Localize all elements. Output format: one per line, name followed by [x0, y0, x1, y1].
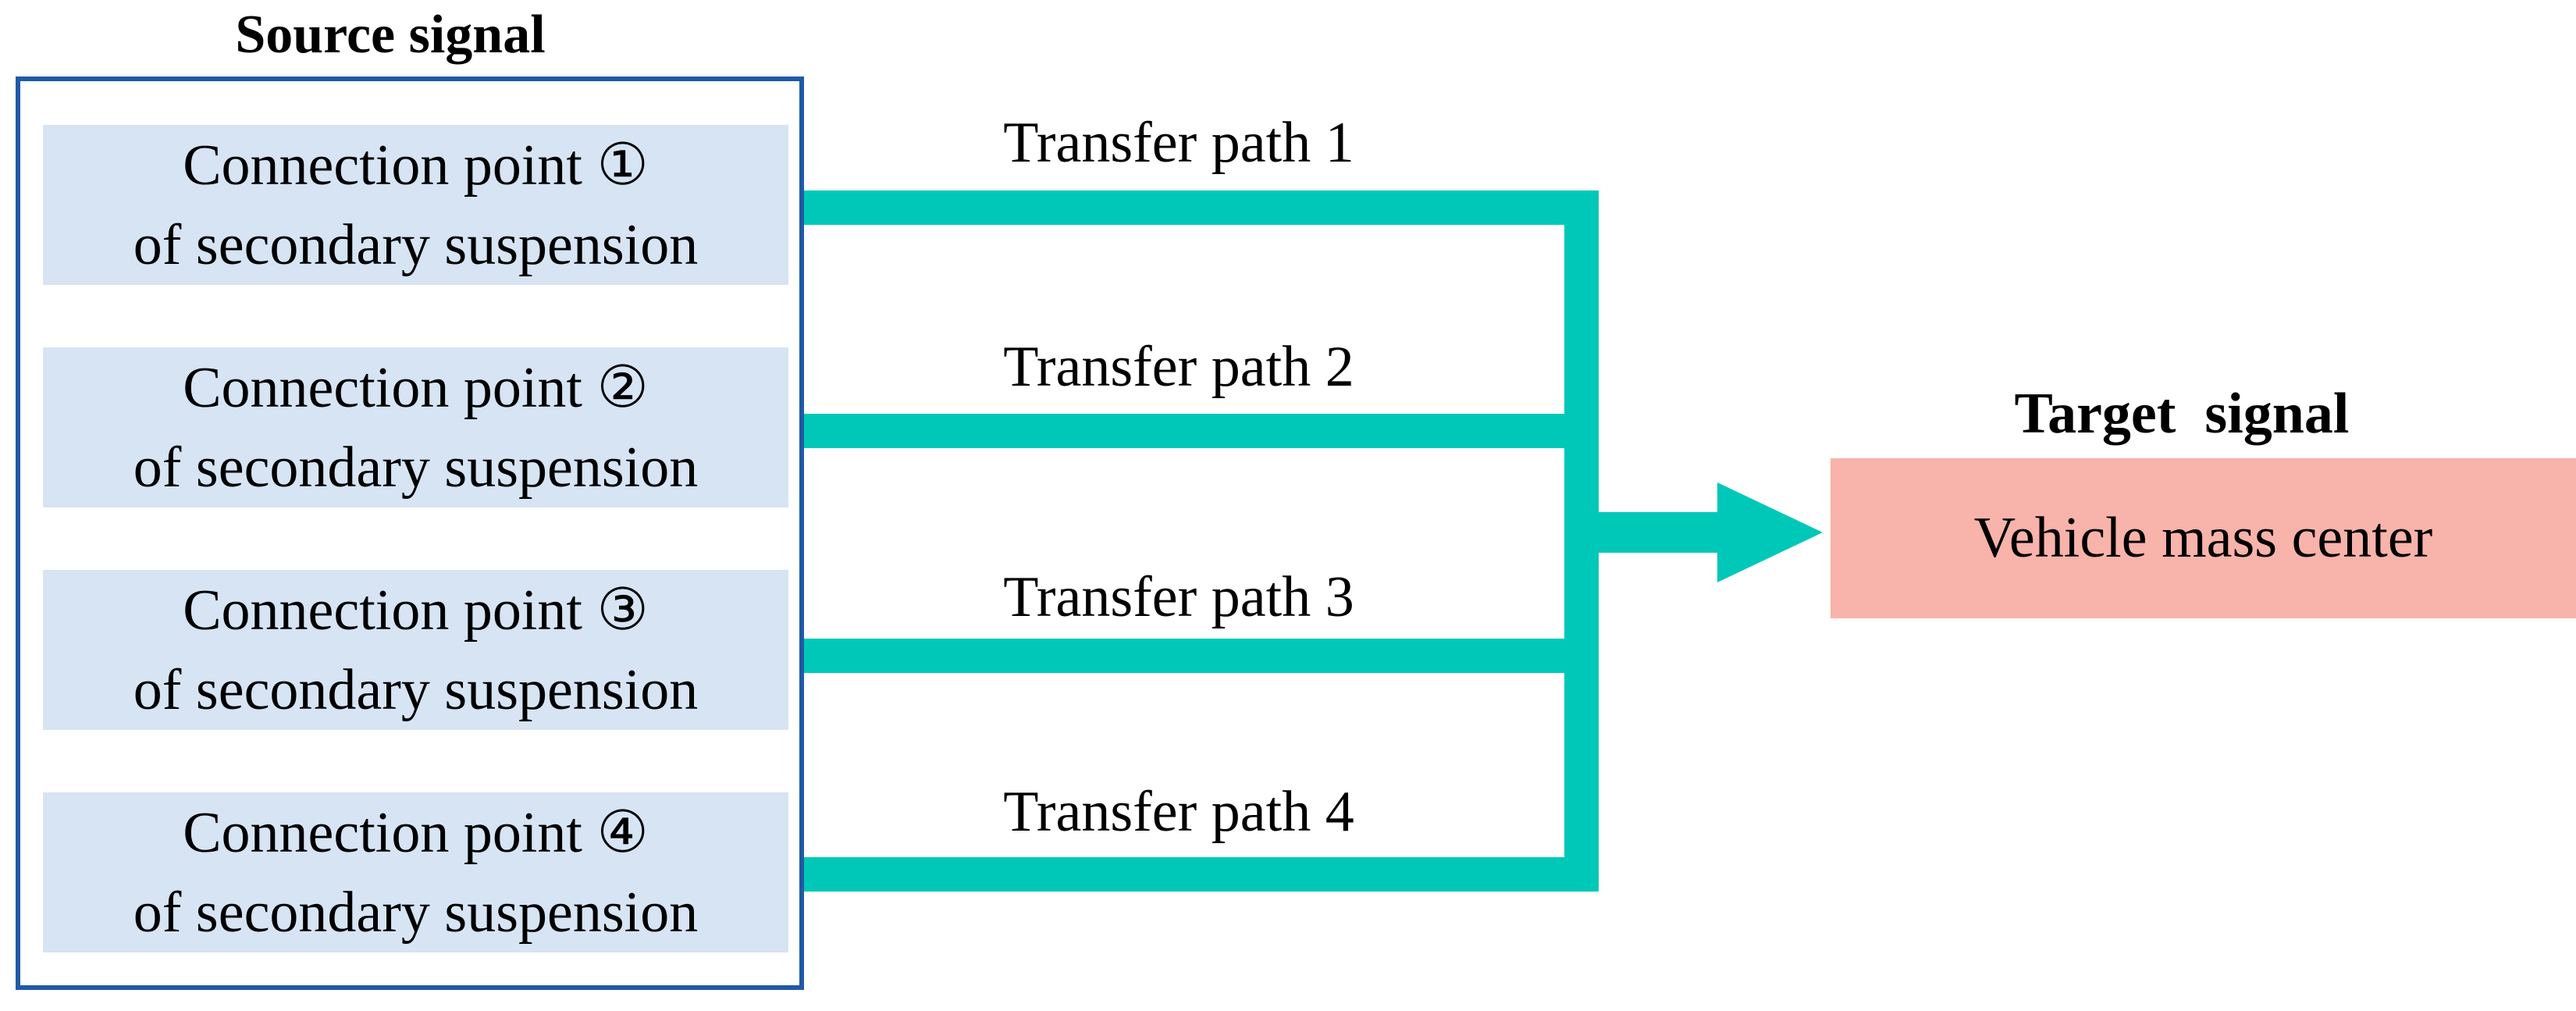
connection-point-2-label: Connection point ② [183, 355, 649, 420]
source-signal-frame [16, 77, 804, 990]
transfer-path-1-label: Transfer path 1 [1003, 111, 1354, 175]
output-arrow-head-icon [1717, 482, 1823, 582]
connection-point-1-sublabel: of secondary suspension [133, 212, 699, 277]
connection-point-4-label: Connection point ④ [183, 800, 649, 865]
connection-point-3-label: Connection point ③ [183, 578, 649, 643]
connection-point-3-sublabel: of secondary suspension [133, 657, 699, 722]
connection-point-2-sublabel: of secondary suspension [133, 435, 699, 500]
target-signal-title: Target signal [2014, 382, 2350, 446]
source-signal-title: Source signal [235, 5, 546, 65]
connection-point-2-box: Connection point ② of secondary suspensi… [43, 347, 788, 507]
transfer-path-2-label: Transfer path 2 [1003, 335, 1354, 399]
transfer-path-3-label: Transfer path 3 [1003, 565, 1354, 629]
connection-point-1-label: Connection point ① [183, 133, 649, 198]
transfer-path-4-label: Transfer path 4 [1003, 780, 1354, 844]
connection-point-4-box: Connection point ④ of secondary suspensi… [43, 792, 788, 952]
vehicle-mass-center-box: Vehicle mass center [1831, 458, 2576, 618]
connection-point-3-box: Connection point ③ of secondary suspensi… [43, 570, 788, 730]
vehicle-mass-center-label: Vehicle mass center [1973, 506, 2433, 570]
connection-point-4-sublabel: of secondary suspension [133, 880, 699, 945]
connection-point-1-box: Connection point ① of secondary suspensi… [43, 125, 788, 285]
